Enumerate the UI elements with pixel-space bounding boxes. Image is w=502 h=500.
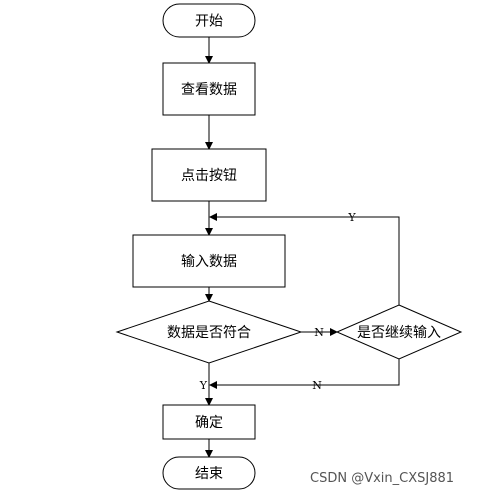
edge-label-continue-no: N (312, 379, 322, 392)
node-click-button-label: 点击按钮 (181, 168, 237, 184)
node-end: 结束 (162, 456, 256, 490)
node-start: 开始 (162, 3, 256, 38)
edge-continue-no (209, 359, 400, 389)
node-data-match: 数据是否符合 (115, 300, 303, 364)
node-end-label: 结束 (195, 466, 223, 482)
node-confirm: 确定 (162, 404, 256, 440)
edge-label-match-yes: Y (199, 379, 208, 392)
node-continue-input: 是否继续输入 (335, 304, 463, 360)
node-input-data-label: 输入数据 (181, 254, 237, 270)
node-confirm-label: 确定 (195, 415, 223, 431)
node-continue-input-label: 是否继续输入 (357, 324, 441, 341)
edge-label-match-no: N (314, 326, 324, 339)
node-view-data: 查看数据 (162, 62, 256, 116)
node-click-button: 点击按钮 (151, 148, 267, 202)
node-start-label: 开始 (195, 14, 223, 30)
node-input-data: 输入数据 (132, 234, 286, 288)
edge-label-continue-yes: Y (347, 211, 356, 224)
edge-continue-yes (209, 213, 400, 305)
watermark: CSDN @Vxin_CXSJ881 (310, 471, 455, 486)
node-data-match-label: 数据是否符合 (167, 325, 251, 341)
node-view-data-label: 查看数据 (181, 82, 237, 98)
